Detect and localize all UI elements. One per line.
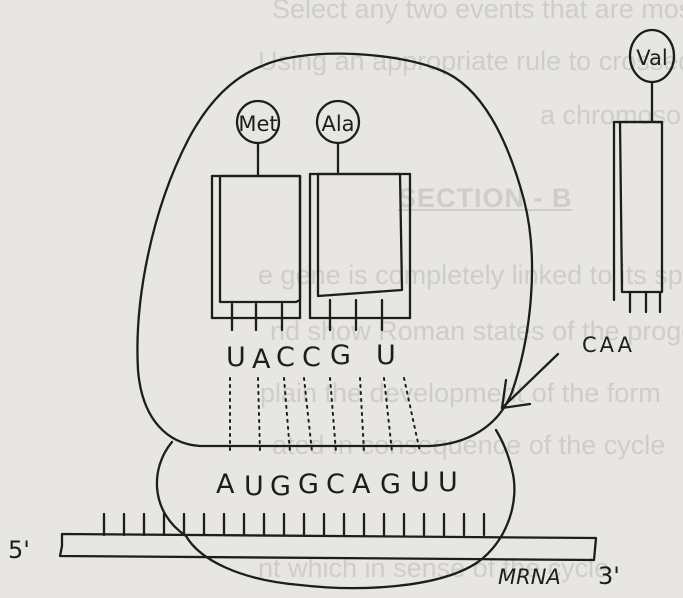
ribosome-small-subunit: [157, 430, 514, 588]
codon-base: G: [380, 469, 401, 500]
incoming-arrow: [502, 354, 558, 408]
mrna-backbone: [60, 534, 596, 560]
mrna-strand: [60, 514, 596, 560]
base-pairing-dots: [230, 378, 420, 452]
trna-met-body: [220, 176, 300, 302]
codon-base: U: [438, 467, 458, 498]
anticodon-base: C: [276, 342, 295, 373]
codon-letters: A U G G C A G U U: [216, 467, 458, 502]
mrna-label: MRNA: [498, 565, 561, 589]
codon-base: G: [270, 471, 291, 502]
anticodon-base: G: [330, 340, 351, 371]
trna-ala-body: [318, 174, 402, 296]
anticodon-base: C: [302, 342, 321, 373]
codon-base: C: [326, 469, 345, 500]
codon-base: G: [298, 469, 319, 500]
trna-val: [614, 30, 674, 312]
trna-val-body: [620, 122, 662, 292]
three-prime-label: 3': [598, 562, 620, 590]
ala-label: Ala: [321, 112, 354, 136]
anticodon-letters: U A C C G U: [226, 340, 396, 375]
anticodon-base: A: [252, 344, 271, 375]
met-label: Met: [238, 112, 277, 136]
five-prime-label: 5': [8, 536, 30, 564]
codon-base: A: [352, 469, 371, 500]
anticodon-base: U: [376, 340, 396, 371]
codon-base: U: [410, 467, 430, 498]
codon-base: A: [216, 469, 235, 500]
mrna-ticks: [104, 514, 484, 535]
val-label: Val: [636, 46, 667, 70]
incoming-anticodon: CAA: [582, 333, 635, 357]
anticodon-base: U: [226, 342, 246, 373]
codon-base: U: [244, 471, 264, 502]
